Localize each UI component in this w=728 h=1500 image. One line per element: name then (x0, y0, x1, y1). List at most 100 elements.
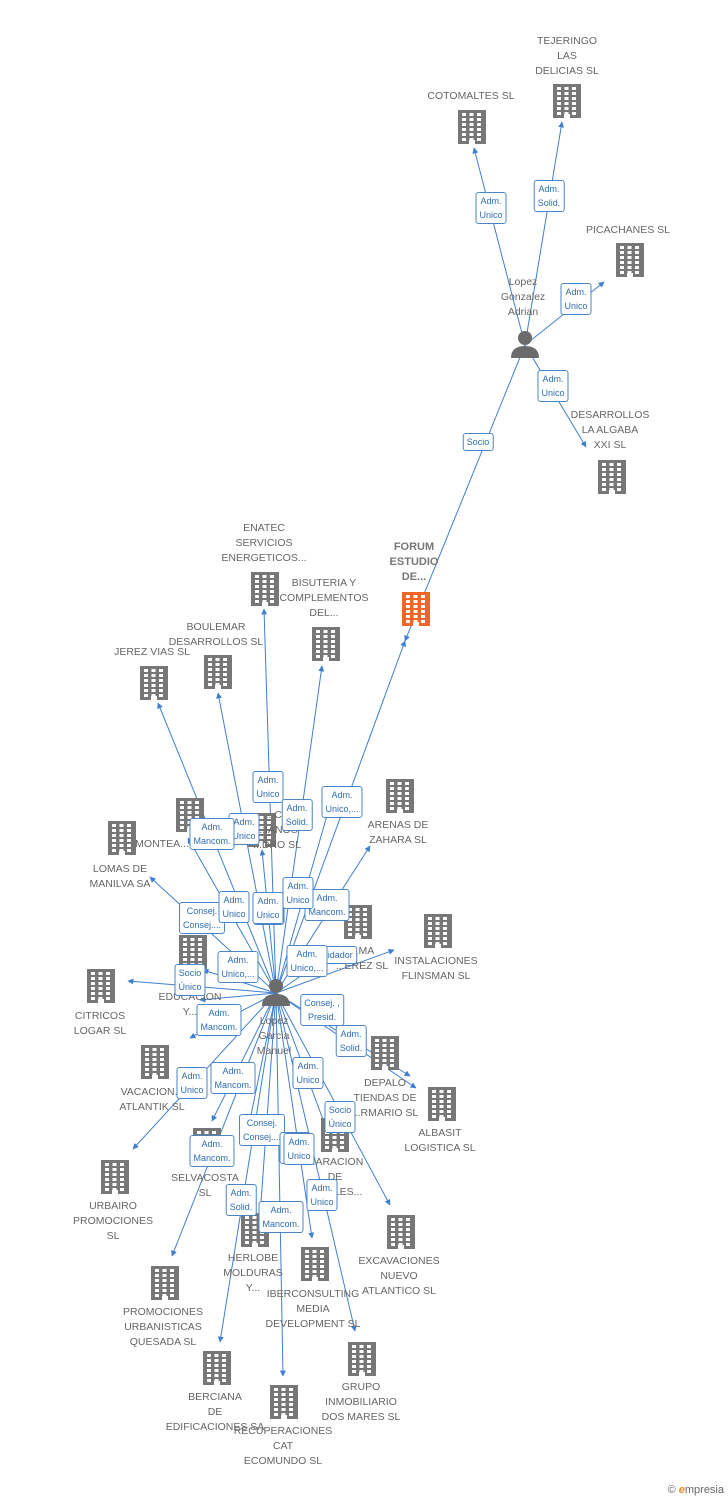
relation-badge-p2-hidden1[interactable]: Adm. Unico (282, 877, 314, 909)
edge-p2-excavaciones (275, 992, 391, 1206)
building-icon-rez[interactable] (344, 905, 372, 939)
node-label-berciana[interactable]: BERCIANA DE EDIFICACIONES SA (165, 1391, 265, 1433)
node-label-iberconsulting[interactable]: IBERCONSULTING MEDIA DEVELOPMENT SL (265, 1288, 361, 1330)
relation-badge-p2-vacacion[interactable]: Adm. Mancom. (196, 1004, 242, 1036)
node-label-vacacion[interactable]: VACACION... ATLANTIK SL (119, 1086, 185, 1113)
relation-badge-p2-promociones[interactable]: Adm. Mancom. (189, 1135, 235, 1167)
edge-p2-hidden2 (199, 992, 277, 1003)
relation-badge-p2-grupo[interactable]: Adm. Unico (306, 1179, 338, 1211)
building-icon-tejeringo[interactable] (553, 84, 581, 118)
copyright-symbol: © (667, 1484, 676, 1496)
building-icon-lomas[interactable] (108, 821, 136, 855)
node-label-urbairo[interactable]: URBAIRO PROMOCIONES SL (73, 1200, 153, 1242)
relation-badge-p2-montea[interactable]: Adm. Unico (218, 891, 250, 923)
building-icon-berciana[interactable] (203, 1351, 231, 1385)
edge-p2-urbairo (171, 992, 277, 1257)
building-icon-urbairo[interactable] (101, 1160, 129, 1194)
building-icon-albasit[interactable] (428, 1087, 456, 1121)
relation-badge-p2-citricos[interactable]: Socio Único (174, 964, 206, 996)
building-icon-boulemar[interactable] (204, 655, 232, 689)
relation-badge-p2-herlobe[interactable]: Consej. Consej.... (238, 1114, 286, 1146)
edge-p1-tejeringo (524, 121, 565, 346)
node-label-lomas[interactable]: LOMAS DE MANILVA SA (89, 863, 151, 890)
building-icon-cotomaltes[interactable] (458, 110, 486, 144)
building-icon-vacacion[interactable] (141, 1045, 169, 1079)
relation-badge-p2-albasit[interactable]: Adm. Solid. (335, 1025, 367, 1057)
node-label-instalaciones[interactable]: INSTALACIONES FLINSMAN SL (394, 955, 478, 982)
relation-badge-p2-educacion[interactable]: Adm. Unico,... (217, 951, 259, 983)
relation-badge-p2-reparacion[interactable]: Adm. Unico (292, 1057, 324, 1089)
relation-badge-p2-selvacosta[interactable]: Adm. Mancom. (210, 1062, 256, 1094)
relation-badge-p2-lomas[interactable]: Consej. Consej.... (178, 902, 226, 934)
relation-badge-p1-picachanes[interactable]: Adm. Unico (560, 283, 592, 315)
building-icon-picachanes[interactable] (616, 243, 644, 277)
building-icon-bisuteria[interactable] (312, 627, 340, 661)
relation-badge-p2-jerez[interactable]: Adm. Mancom. (189, 818, 235, 850)
relation-badge-p2-hidden2[interactable]: Adm. Unico (252, 892, 284, 924)
node-label-citricos[interactable]: CITRICOS LOGAR SL (73, 1010, 127, 1037)
relation-badge-p2-hidden3[interactable]: Adm. Unico (283, 1133, 315, 1165)
relation-badge-p2-enatec[interactable]: Adm. Unico (252, 771, 284, 803)
node-label-excavaciones[interactable]: EXCAVACIONES NUEVO ATLANTICO SL (358, 1255, 440, 1297)
building-icon-educacion[interactable] (179, 935, 207, 969)
node-label-cotomaltes[interactable]: COTOMALTES SL (427, 90, 515, 102)
building-icon-forum[interactable] (402, 592, 430, 626)
edge-p2-instalaciones (275, 949, 395, 994)
node-label-picachanes[interactable]: PICACHANES SL (585, 224, 671, 236)
building-icon-grupo[interactable] (348, 1342, 376, 1376)
person-icon-p2[interactable] (262, 979, 290, 1006)
brand-name: mpresia (684, 1484, 724, 1496)
relation-badge-p2-depalo[interactable]: Consej. , Presid. (300, 994, 344, 1026)
building-icon-excavaciones[interactable] (387, 1215, 415, 1249)
relation-badge-p1-tejeringo[interactable]: Adm. Solid. (533, 180, 565, 212)
building-icon-promociones[interactable] (151, 1266, 179, 1300)
building-icon-desarrollos[interactable] (598, 460, 626, 494)
node-label-desarrollos[interactable]: DESARROLLOS LA ALGABA XXI SL (570, 409, 650, 451)
building-icon-jerez[interactable] (140, 666, 168, 700)
node-label-arenas[interactable]: ARENAS DE ZAHARA SL (367, 819, 429, 846)
node-label-tejeringo[interactable]: TEJERINGO LAS DELICIAS SL (535, 35, 599, 77)
relation-badge-p1-cotomaltes[interactable]: Adm. Unico (475, 192, 507, 224)
node-label-forum[interactable]: FORUM ESTUDIO DE... (389, 541, 439, 583)
edge-p1-forum (404, 344, 526, 642)
node-label-p2[interactable]: Lopez Garcia Manuel (256, 1015, 292, 1057)
relation-badge-p2-forum[interactable]: Adm. Unico,... (321, 786, 363, 818)
node-label-educacion[interactable]: EDUCACION Y... (158, 991, 222, 1018)
node-label-promociones[interactable]: PROMOCIONES URBANISTICAS QUESADA SL (123, 1306, 203, 1348)
edge-p2-selvacosta (211, 992, 277, 1122)
relation-badge-p1-forum[interactable]: Socio (462, 433, 494, 451)
building-icon-citricos[interactable] (87, 969, 115, 1003)
relation-badge-p2-bisuteria[interactable]: Adm. Solid. (281, 799, 313, 831)
edge-p2-grupo (275, 992, 357, 1332)
edge-p2-berciana (217, 992, 277, 1343)
building-icon-depalo[interactable] (371, 1036, 399, 1070)
node-label-montea[interactable]: MONTEA... (135, 838, 189, 850)
relation-badge-p2-recuperaciones[interactable]: Adm. Mancom. (258, 1201, 304, 1233)
node-label-herlobe[interactable]: HERLOBE MOLDURAS Y... (223, 1252, 283, 1294)
node-label-albasit[interactable]: ALBASIT LOGISTICA SL (404, 1127, 476, 1154)
empresia-brand: © empresia (668, 1484, 724, 1496)
building-icon-enatec[interactable] (251, 572, 279, 606)
building-icon-iberconsulting[interactable] (301, 1247, 329, 1281)
node-label-depalo[interactable]: DEPALO TIENDAS DE ...RMARIO SL (351, 1077, 419, 1119)
building-icon-instalaciones[interactable] (424, 914, 452, 948)
node-label-enatec[interactable]: ENATEC SERVICIOS ENERGETICOS... (221, 522, 307, 564)
node-label-ctpedro[interactable]: ...CT ...IANOS ...DRO SL (253, 809, 301, 851)
node-label-recuperaciones[interactable]: RECUPERACIONES CAT ECOMUNDO SL (233, 1425, 333, 1467)
node-label-jerez[interactable]: JEREZ VIAS SL (114, 646, 190, 658)
relation-badge-p2-berciana[interactable]: Adm. Solid. (225, 1184, 257, 1216)
node-label-p1[interactable]: Lopez Gonzalez Adrian (500, 276, 546, 318)
node-label-bisuteria[interactable]: BISUTERIA Y COMPLEMENTOS DEL... (279, 577, 369, 619)
building-icon-recuperaciones[interactable] (270, 1385, 298, 1419)
edge-p2-iberconsulting (275, 992, 315, 1239)
node-label-grupo[interactable]: GRUPO INMOBILIARIO DOS MARES SL (321, 1381, 401, 1423)
relation-badge-p2-excavaciones[interactable]: Socio Único (324, 1101, 356, 1133)
relation-badge-p1-desarrollos[interactable]: Adm. Unico (537, 370, 569, 402)
building-icon-arenas[interactable] (386, 779, 414, 813)
relation-badge-p2-rez[interactable]: Adm. Unico,... (286, 945, 328, 977)
person-icon-p1[interactable] (511, 331, 539, 358)
node-label-selvacosta[interactable]: SELVACOSTA SL (171, 1172, 239, 1199)
node-label-boulemar[interactable]: BOULEMAR DESARROLLOS SL (168, 621, 264, 648)
relation-badge-p2-urbairo[interactable]: Adm. Unico (176, 1067, 208, 1099)
